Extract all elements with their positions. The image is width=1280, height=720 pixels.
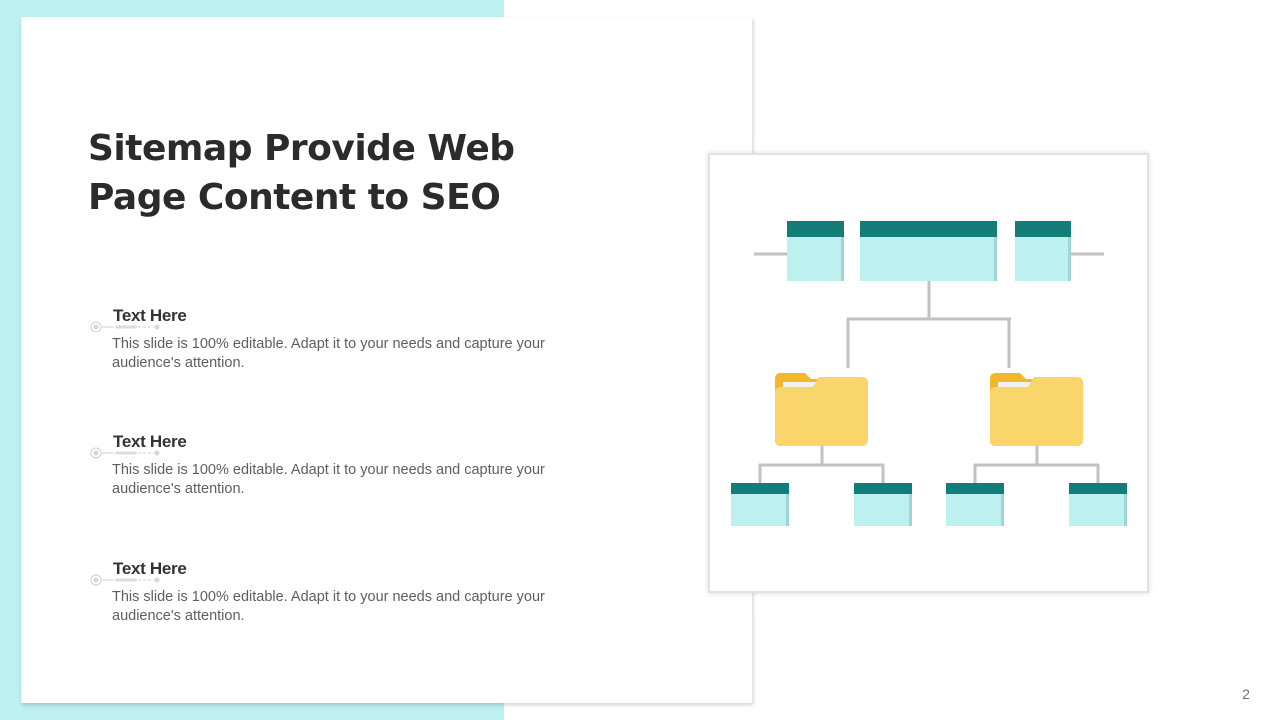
bullet-marker-icon: [90, 447, 160, 459]
item-heading: Text Here: [113, 306, 187, 325]
page-icon: [854, 483, 912, 526]
page-icon: [787, 221, 844, 281]
page-icon: [731, 483, 789, 526]
item-body: This slide is 100% editable. Adapt it to…: [112, 336, 545, 371]
page-icon: [1069, 483, 1127, 526]
slide-title: Sitemap Provide Web Page Content to SEO: [88, 128, 515, 218]
content-card: [21, 17, 752, 703]
folder-icon: [990, 373, 1083, 446]
page-icon: [1015, 221, 1071, 281]
divider-line: [752, 20, 754, 132]
slide-number: 2: [1242, 686, 1250, 702]
item-body: This slide is 100% editable. Adapt it to…: [112, 462, 545, 497]
item-body: This slide is 100% editable. Adapt it to…: [112, 589, 545, 624]
text-item-2: Text Here This slide is 100% editable. A…: [88, 431, 608, 511]
item-heading: Text Here: [113, 432, 187, 451]
folder-icon: [775, 373, 868, 446]
text-item-1: Text Here This slide is 100% editable. A…: [88, 305, 608, 385]
bullet-marker-icon: [90, 321, 160, 333]
text-item-3: Text Here This slide is 100% editable. A…: [88, 558, 608, 638]
page-icon: [860, 221, 997, 281]
item-heading: Text Here: [113, 559, 187, 578]
divider-line: [752, 615, 754, 703]
page-icon: [946, 483, 1004, 526]
bullet-marker-icon: [90, 574, 160, 586]
sitemap-icon: [731, 221, 1127, 526]
